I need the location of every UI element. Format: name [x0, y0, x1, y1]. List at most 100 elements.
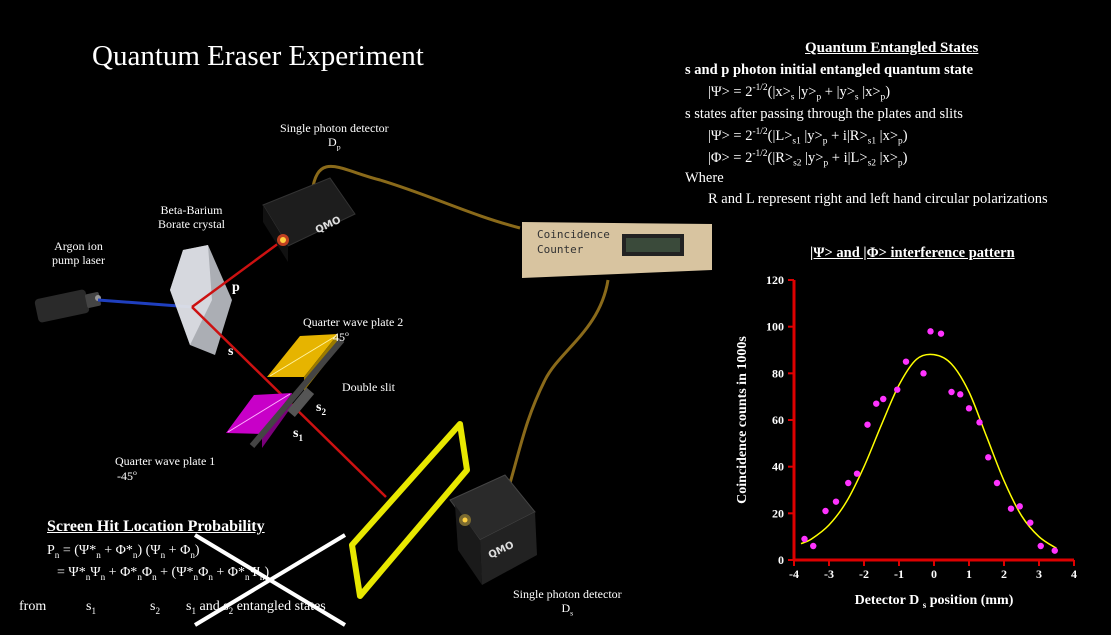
laser-label-line2: pump laser — [52, 252, 105, 267]
counter-label-line2: Counter — [537, 242, 584, 256]
data-point — [873, 400, 880, 407]
data-point — [948, 388, 955, 396]
detector-dp — [262, 177, 356, 262]
qwp1-angle-value: -45 — [117, 468, 133, 483]
from-s1-subscript: 1 — [91, 605, 96, 616]
from-s2-subscript: 2 — [155, 605, 160, 616]
x-tick-label: 1 — [966, 567, 972, 581]
detector-ds-label: Single photon detector Ds — [513, 587, 622, 618]
from-entangled: s1 and s2 entangled states — [186, 599, 326, 616]
psi-after-equation: |Ψ> = 2-1/2(|L>s1 |y>p + i|R>s1 |x>p) — [708, 127, 908, 147]
data-point — [937, 330, 945, 337]
where-label: Where — [685, 170, 724, 186]
from-s2: s2 — [150, 599, 160, 616]
pn-equation-line2: = Ψ*nΨn + Φ*nΦn + (Ψ*nΦn + Φ*nΨn) — [57, 565, 270, 582]
data-point — [801, 535, 808, 543]
x-tick-label: -2 — [859, 567, 869, 581]
slit-s1-label: s1 — [293, 426, 303, 443]
data-point — [993, 479, 1001, 487]
qwp1-degree: o — [133, 467, 137, 477]
from-s1: s1 — [86, 599, 96, 616]
laser-label: Argon ion pump laser — [52, 239, 105, 268]
detector-ds-label-line1: Single photon detector — [513, 587, 622, 601]
beam-p — [191, 238, 284, 309]
data-point — [965, 405, 973, 412]
chart-title: |Ψ> and |Φ> interference pattern — [810, 245, 1015, 261]
beam-p-label: p — [232, 280, 240, 295]
screen-heading: Screen Hit Location Probability — [47, 518, 265, 535]
data-point — [1037, 542, 1044, 550]
qwp2-angle: 45o — [303, 329, 403, 345]
x-axis-label: Detector D s position (mm) — [855, 593, 1014, 610]
detector-dp-label-line1: Single photon detector — [280, 121, 389, 135]
cable-dp-to-counter — [310, 164, 521, 230]
x-tick-label: 3 — [1036, 567, 1042, 581]
cable-counter-to-ds — [506, 279, 610, 491]
slit-s1-subscript: 1 — [298, 432, 303, 443]
data-point — [957, 391, 964, 398]
y-axis-label: Coincidence counts in 1000s — [735, 336, 750, 504]
detector-ds-label-line2: Ds — [513, 601, 622, 618]
pn-equation-line1: Pn = (Ψ*n + Φ*n) (Ψn + Φn) — [47, 543, 200, 560]
screen-frame — [349, 421, 470, 599]
phi-after-equation: |Φ> = 2-1/2(|R>s2 |y>p + i|L>s2 |x>p) — [708, 149, 908, 169]
from-ent-s1-sub: 1 — [191, 605, 196, 616]
detector-dp-symbol: D — [328, 134, 337, 149]
slit-s2-subscript: 2 — [321, 406, 326, 417]
x-axis-label-main: Detector D — [855, 593, 923, 608]
y-tick-label: 120 — [766, 273, 784, 287]
entangled-line3: s states after passing through the plate… — [685, 106, 963, 122]
qwp1-label: Quarter wave plate 1 -45o — [115, 454, 216, 484]
beam-s-label: s — [228, 344, 234, 359]
y-tick-label: 20 — [772, 506, 784, 520]
data-point — [1027, 519, 1034, 526]
data-point — [985, 454, 992, 461]
detector-dp-label: Single photon detector Dp — [280, 121, 389, 152]
double-slit-label: Double slit — [342, 380, 395, 394]
data-point — [853, 470, 861, 477]
cross-stroke-2 — [193, 533, 347, 627]
data-point — [976, 419, 983, 426]
data-point — [1016, 503, 1023, 510]
from-s1-symbol: s — [86, 599, 92, 614]
entangled-heading: Quantum Entangled States — [805, 40, 979, 56]
rl-explanation: R and L represent right and left hand ci… — [708, 191, 1048, 207]
page-title: Quantum Eraser Experiment — [92, 40, 424, 72]
data-point — [902, 358, 910, 365]
detector-ds — [449, 474, 537, 585]
slit-s2-symbol: s — [316, 400, 322, 415]
qwp1-label-line1: Quarter wave plate 1 — [115, 454, 216, 468]
psi-initial-equation: |Ψ> = 2-1/2(|x>s |y>p + |y>s |x>p) — [708, 83, 891, 103]
from-label: from — [19, 599, 47, 614]
double-slit — [249, 338, 345, 448]
x-axis-label-tail: position (mm) — [926, 593, 1013, 608]
x-axis-label-subscript: s — [923, 600, 927, 610]
laser-label-line1: Argon ion — [54, 239, 103, 253]
x-tick-label: -1 — [894, 567, 904, 581]
detector-dp-label-line2: Dp — [280, 134, 389, 152]
x-tick-label: -4 — [789, 567, 799, 581]
data-point — [864, 421, 871, 428]
data-point — [894, 386, 901, 393]
data-point — [880, 395, 887, 403]
detector-ds-subscript: s — [570, 608, 574, 618]
counter-label-line1: Coincidence — [537, 228, 610, 241]
qwp1-angle: -45o — [115, 467, 215, 484]
crystal-label: Beta-Barium Borate crystal — [158, 203, 225, 232]
data-point — [1051, 547, 1058, 554]
slit-s1-symbol: s — [293, 426, 299, 441]
data-point — [1007, 505, 1015, 512]
crystal-label-line2: Borate crystal — [158, 216, 225, 231]
entangled-line1: s and p photon initial entangled quantum… — [685, 62, 974, 78]
coincidence-counter — [522, 222, 712, 278]
counter-label: Coincidence Counter — [537, 228, 610, 258]
y-tick-label: 100 — [766, 320, 784, 334]
data-point — [810, 542, 817, 550]
crystal-label-line1: Beta-Barium — [160, 203, 223, 217]
fit-curve — [800, 353, 1057, 549]
x-tick-label: 4 — [1071, 567, 1077, 581]
slit-s2-label: s2 — [316, 400, 326, 417]
